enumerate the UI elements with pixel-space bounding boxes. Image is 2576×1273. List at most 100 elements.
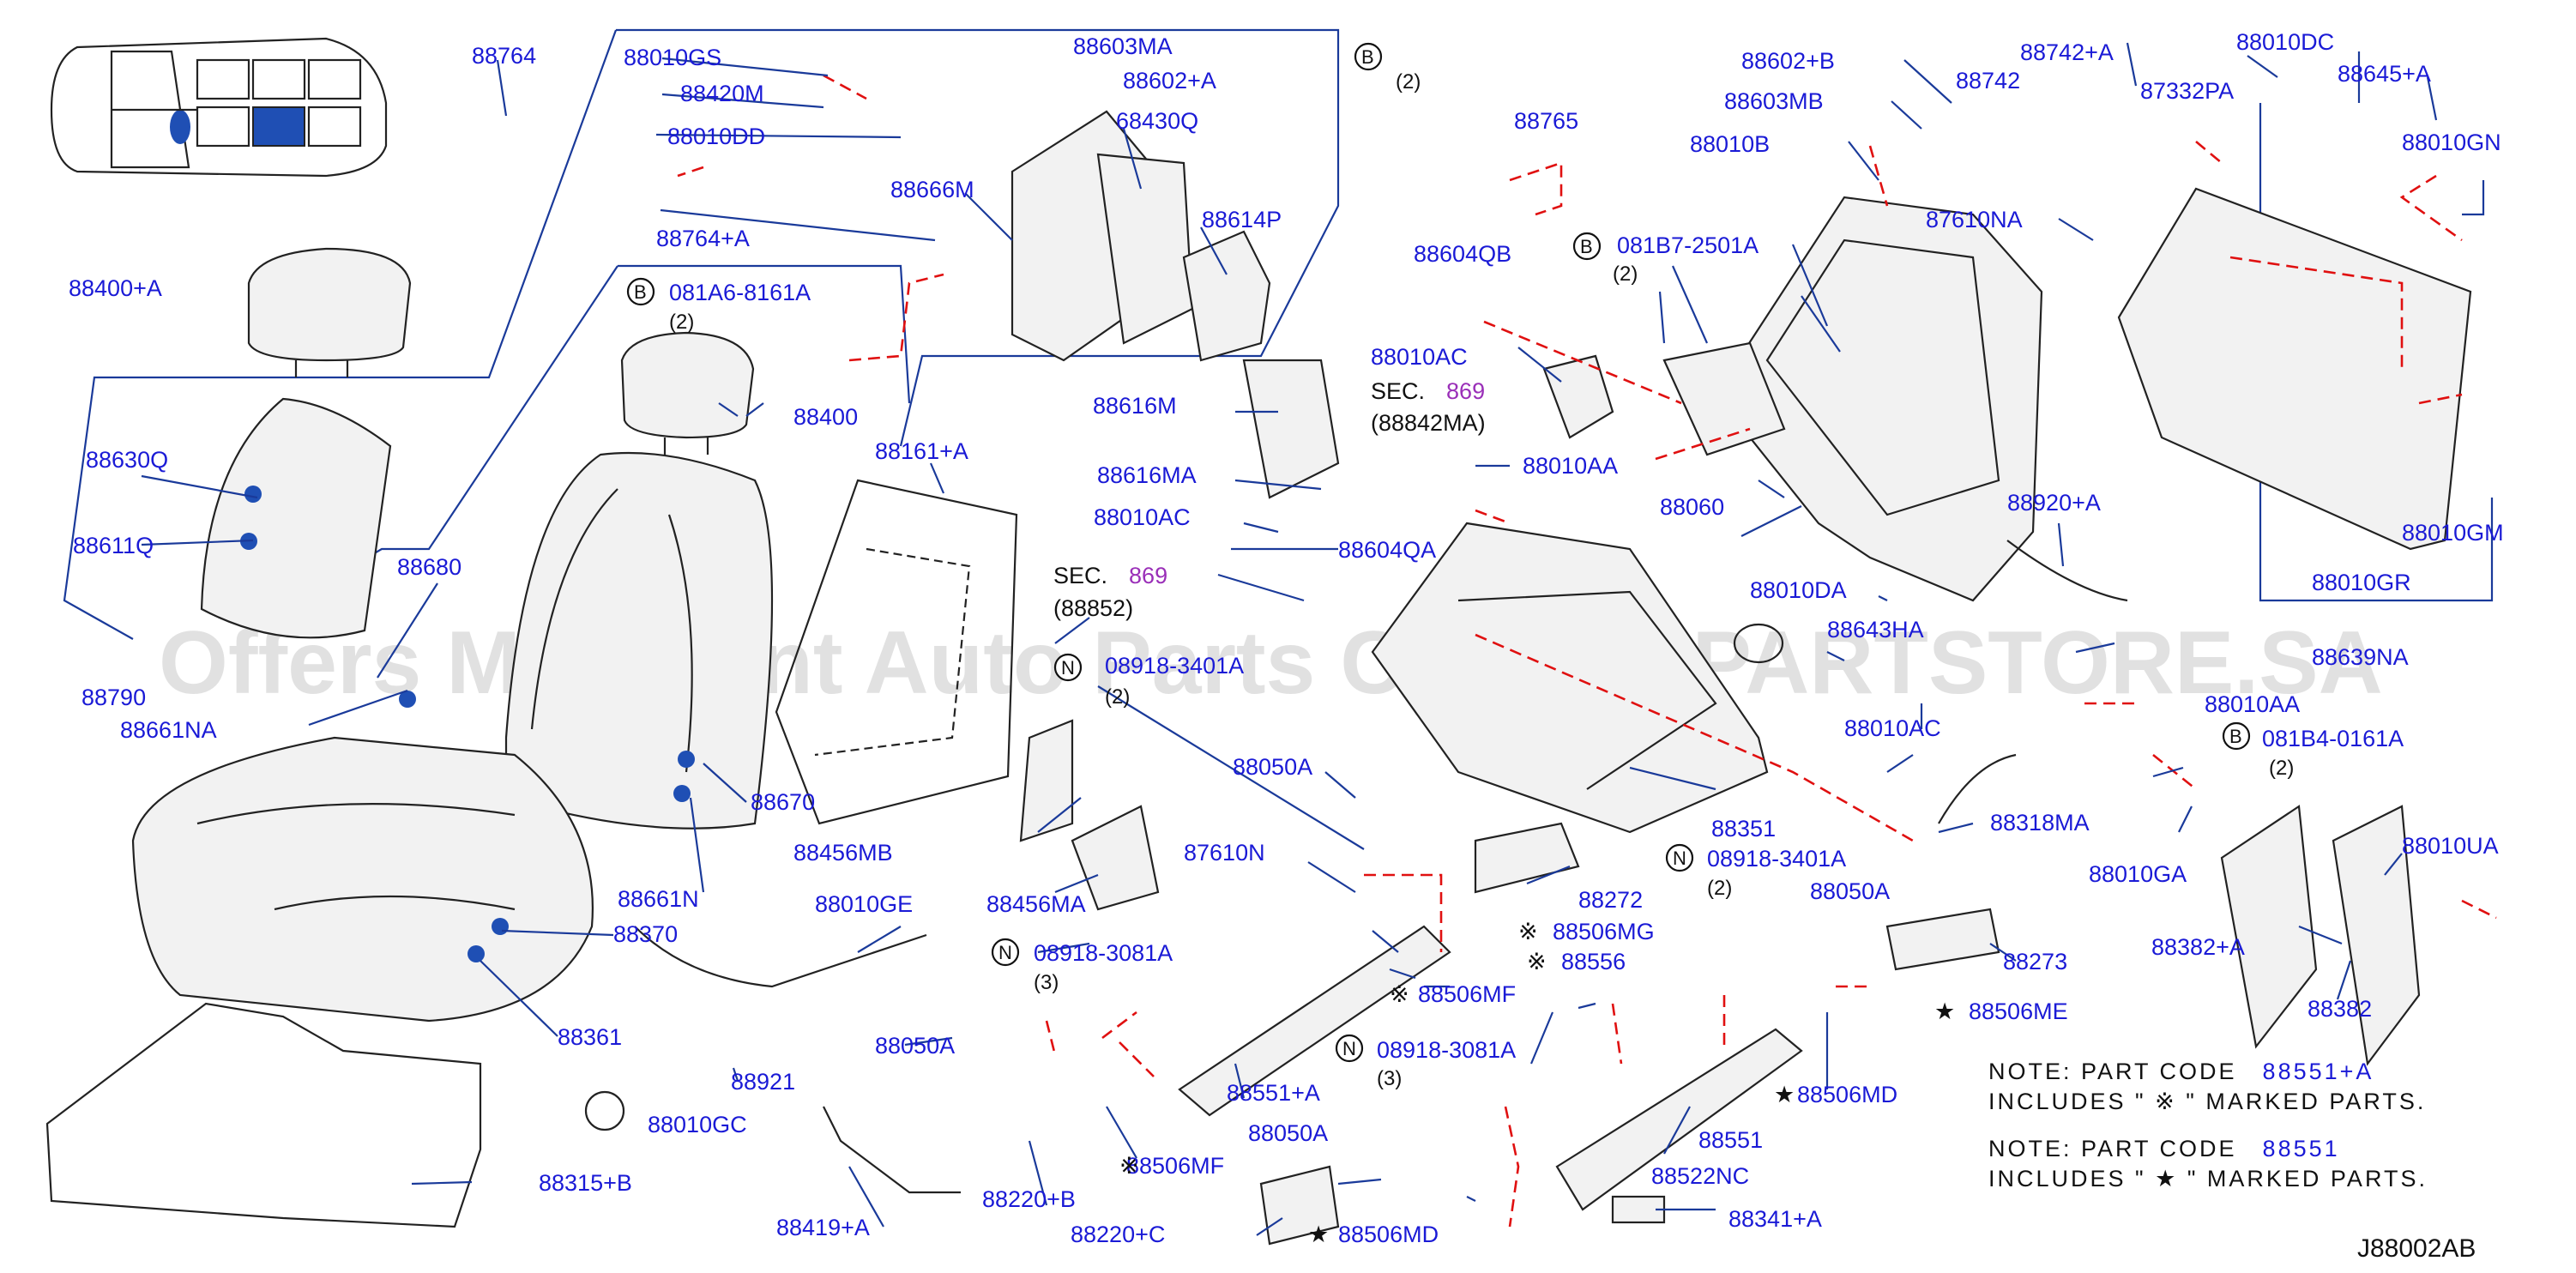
part-label: 88506MG bbox=[1553, 919, 1655, 944]
part-label: 88643HA bbox=[1827, 617, 1924, 643]
part-label: 87610N bbox=[1184, 840, 1265, 866]
circle-n-marker: N bbox=[991, 938, 1020, 967]
qty-label: (2) bbox=[1707, 877, 1732, 900]
part-label: 88010GE bbox=[815, 891, 913, 917]
part-label: 88742+A bbox=[2020, 39, 2114, 65]
part-label: 88456MA bbox=[986, 891, 1086, 917]
part-label: 88742 bbox=[1956, 68, 2020, 94]
svg-text:N: N bbox=[998, 942, 1012, 963]
part-label: 88602+B bbox=[1741, 48, 1835, 74]
part-label: 88603MB bbox=[1724, 88, 1824, 114]
part-label: 88764+A bbox=[656, 226, 750, 251]
svg-text:★: ★ bbox=[1774, 1082, 1795, 1107]
highlight-markers bbox=[240, 486, 695, 962]
part-label: 88506MF bbox=[1418, 981, 1516, 1007]
svg-text:N: N bbox=[1061, 657, 1075, 679]
part-labels: 88764 88010GS 88603MA 88420M 88602+A 880… bbox=[69, 29, 2504, 1247]
circle-b-marker: B bbox=[2222, 721, 2251, 751]
part-label: 68430Q bbox=[1116, 108, 1198, 134]
part-label: 88382 bbox=[2308, 996, 2372, 1022]
circle-b-marker: B bbox=[1354, 42, 1383, 71]
part-label: 88010GR bbox=[2312, 570, 2411, 595]
part-label: 88616MA bbox=[1097, 462, 1197, 488]
headrest-88400-plus-a bbox=[247, 247, 412, 377]
part-label: 88010GC bbox=[648, 1112, 747, 1137]
part-label: 88506ME bbox=[1969, 998, 2068, 1024]
circle-n-marker: N bbox=[1665, 843, 1694, 872]
seat-mat-88315-plus-b bbox=[45, 1002, 482, 1228]
part-label: 08918-3081A bbox=[1377, 1037, 1516, 1063]
part-label: 88010UA bbox=[2402, 833, 2499, 859]
part-label: 88506MD bbox=[1338, 1222, 1439, 1247]
part-label: 88272 bbox=[1578, 887, 1643, 913]
part-label: 88556 bbox=[1561, 949, 1626, 974]
part-label: 88506MD bbox=[1797, 1082, 1897, 1107]
part-label: 88010GN bbox=[2402, 130, 2501, 155]
svg-text:INCLUDES " ※ " MARKED PAR: INCLUDES " ※ " MARKED PARTS. bbox=[1988, 1089, 2426, 1114]
qty-label: (2) bbox=[2269, 757, 2294, 780]
part-label: 88920+A bbox=[2007, 490, 2101, 516]
circle-n-marker: N bbox=[1053, 653, 1083, 682]
quantity-labels: (2) (2) (2) (2) (2) (2) (3) (3) bbox=[669, 70, 2294, 1090]
part-label: 88551 bbox=[1698, 1127, 1763, 1153]
svg-text:SEC.869: SEC.869 bbox=[1053, 563, 1167, 588]
part-label: 88361 bbox=[558, 1024, 622, 1050]
part-label: 88382+A bbox=[2151, 934, 2245, 960]
part-label: 88630Q bbox=[86, 447, 168, 473]
svg-text:(88842MA): (88842MA) bbox=[1371, 410, 1486, 436]
circle-markers: B B B B N N N N bbox=[626, 42, 2251, 1063]
part-label: 88050A bbox=[875, 1033, 955, 1059]
part-label: 88050A bbox=[1233, 754, 1312, 780]
part-label: 88639NA bbox=[2312, 644, 2409, 670]
part-label: 88050A bbox=[1810, 878, 1890, 904]
svg-text:N: N bbox=[1342, 1038, 1356, 1059]
part-label: 88341+A bbox=[1728, 1206, 1822, 1232]
seatback-assembly bbox=[504, 451, 774, 830]
part-label: 88220+B bbox=[982, 1186, 1076, 1212]
part-label: 88765 bbox=[1514, 108, 1578, 134]
circle-b-marker: B bbox=[626, 277, 655, 306]
pad-88161-plus-a bbox=[775, 479, 1018, 825]
diagram-reference-code: J88002AB bbox=[2357, 1234, 2476, 1263]
svg-text:N: N bbox=[1673, 848, 1686, 869]
part-label: 88670 bbox=[751, 789, 815, 815]
part-label: 88616M bbox=[1093, 393, 1177, 419]
part-label: 88764 bbox=[472, 43, 536, 69]
svg-text:※: ※ bbox=[1527, 949, 1547, 974]
part-label: 88010DA bbox=[1750, 577, 1847, 603]
part-label: 88604QA bbox=[1338, 537, 1436, 563]
part-label: 08918-3401A bbox=[1707, 846, 1846, 872]
back-board-88010gm bbox=[2117, 187, 2472, 551]
svg-text:B: B bbox=[1361, 46, 1374, 68]
watermark-text: Offers Merchant Auto Parts Catalog PARTS… bbox=[159, 613, 2383, 713]
circle-b-marker: B bbox=[1572, 232, 1602, 261]
vehicle-locator-icon bbox=[50, 37, 388, 178]
part-label: 88666M bbox=[890, 177, 974, 202]
section-ref-88852: SEC.869 (88852) bbox=[1053, 563, 1167, 621]
part-label: 88790 bbox=[81, 685, 146, 710]
part-label: 88420M bbox=[680, 81, 764, 106]
seat-cushion-assembly bbox=[131, 736, 594, 1023]
svg-text:※: ※ bbox=[1390, 981, 1409, 1007]
part-label: 88351 bbox=[1711, 816, 1776, 842]
part-label: 88010AC bbox=[1844, 715, 1941, 741]
part-label: 88614P bbox=[1202, 207, 1282, 232]
part-label: 88522NC bbox=[1651, 1163, 1749, 1189]
qty-label: (2) bbox=[1105, 685, 1130, 709]
part-label: 88611Q bbox=[73, 533, 154, 558]
part-label: 88603MA bbox=[1073, 33, 1173, 59]
marked-part-symbols: ※ ※ ※ ※ ★ ★ ★ bbox=[1119, 919, 1955, 1247]
part-label: 88220+C bbox=[1071, 1222, 1165, 1247]
qty-label: (2) bbox=[669, 311, 694, 334]
svg-text:★: ★ bbox=[1934, 998, 1955, 1024]
part-label: 88060 bbox=[1660, 494, 1724, 520]
part-label: 88010GS bbox=[624, 45, 721, 70]
circle-n-marker: N bbox=[1335, 1034, 1364, 1063]
part-label: 88010GA bbox=[2089, 861, 2187, 887]
qty-label: (3) bbox=[1377, 1067, 1402, 1090]
part-label: 88400 bbox=[793, 404, 858, 430]
part-label: 88680 bbox=[397, 554, 462, 580]
